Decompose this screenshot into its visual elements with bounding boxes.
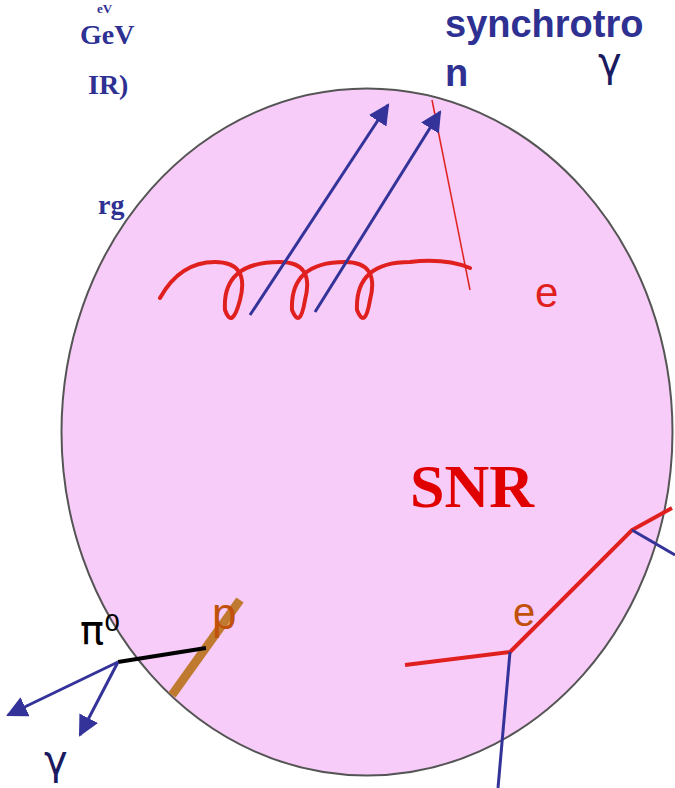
circle-outline (60, 87, 674, 777)
remnant-circle: SNR (60, 87, 674, 777)
diagram-label: rg (98, 190, 124, 221)
diagram-label: γ (44, 738, 68, 782)
diagram-label: e (535, 270, 558, 316)
region-title: SNR (410, 452, 534, 520)
diagram-label: p (212, 590, 236, 638)
diagram-label: π⁰ (80, 608, 120, 652)
diagram-label: synchrotro n (445, 0, 675, 99)
diagram-label: IR) (88, 70, 128, 101)
diagram-label: γ (598, 40, 622, 84)
diagram-label: e (513, 590, 535, 634)
diagram-label: eV (97, 2, 112, 16)
diagram-label: GeV (80, 20, 134, 51)
